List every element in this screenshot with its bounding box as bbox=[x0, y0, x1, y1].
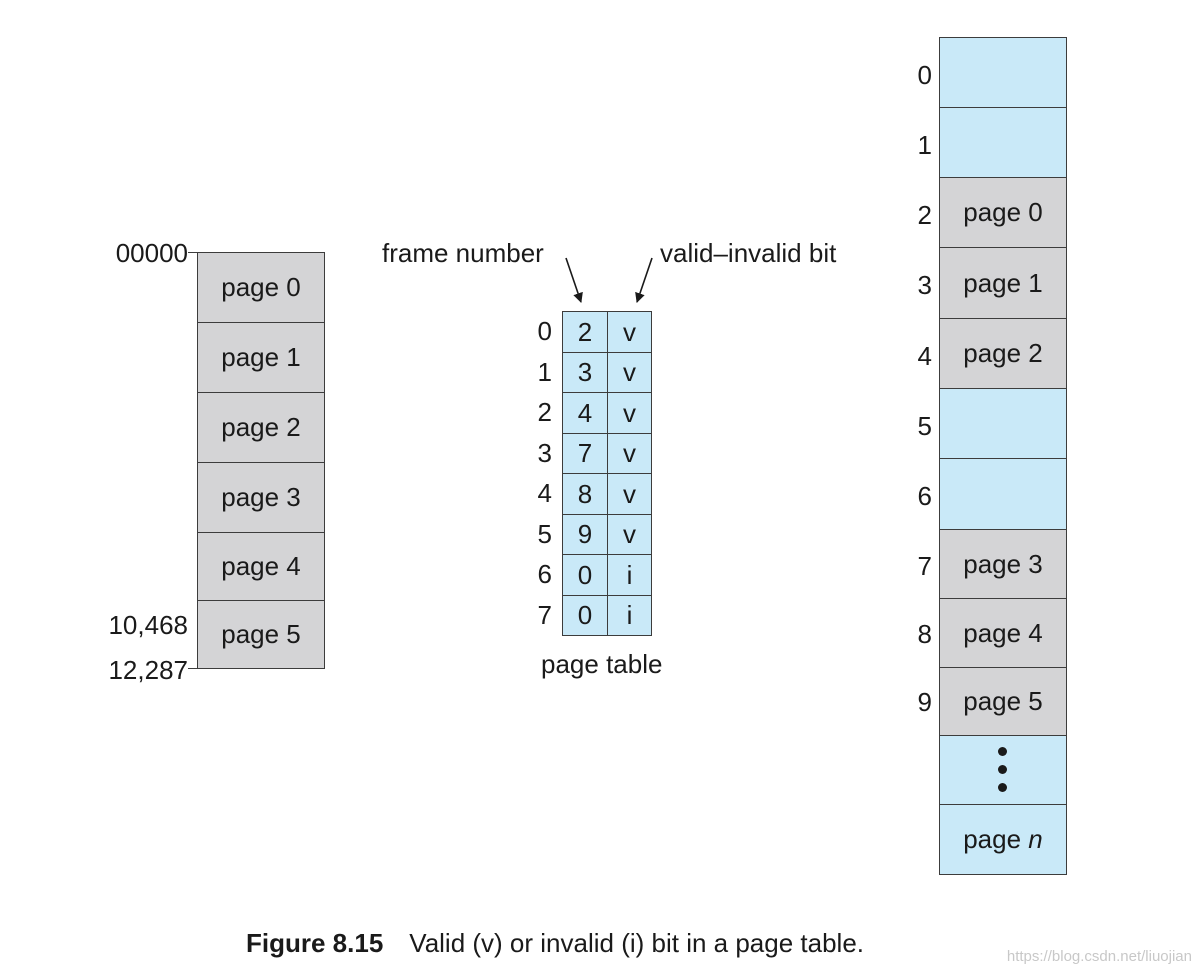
page-table-frame: 0 bbox=[562, 595, 608, 636]
page-table-valid-bit: v bbox=[607, 392, 652, 434]
page-table-index: 3 bbox=[537, 438, 552, 468]
figure-number: Figure 8.15 bbox=[246, 928, 384, 958]
page-table-valid-bit: v bbox=[607, 514, 652, 555]
page-table-index: 6 bbox=[537, 559, 552, 589]
frame-index: 4 bbox=[917, 341, 932, 371]
frame-index: 3 bbox=[917, 270, 932, 300]
page-table-index: 2 bbox=[537, 397, 552, 427]
physical-frame-used: page 3 bbox=[939, 529, 1067, 599]
page-table-valid-bit: v bbox=[607, 352, 652, 393]
page-table-valid-bit: i bbox=[607, 554, 652, 596]
address-end: 12,287 bbox=[108, 655, 188, 685]
page-table-index: 1 bbox=[537, 357, 552, 387]
logical-page-0: page 0 bbox=[197, 252, 325, 323]
page-table-frame: 4 bbox=[562, 392, 608, 434]
frame-index: 1 bbox=[917, 130, 932, 160]
page-table-valid-bit: i bbox=[607, 595, 652, 636]
physical-frame-ellipsis bbox=[939, 735, 1067, 805]
page-table-valid-bit: v bbox=[607, 473, 652, 515]
logical-page-4: page 4 bbox=[197, 532, 325, 601]
physical-frame-used: page 2 bbox=[939, 318, 1067, 389]
physical-frame-free bbox=[939, 458, 1067, 530]
watermark: https://blog.csdn.net/liuojian bbox=[1006, 948, 1192, 965]
page-table-frame: 7 bbox=[562, 433, 608, 474]
valid-invalid-bit-label: valid–invalid bit bbox=[660, 238, 837, 268]
page-table-index: 7 bbox=[537, 600, 552, 630]
physical-frame-last: page n bbox=[939, 804, 1067, 875]
ellipsis-dot bbox=[998, 747, 1007, 756]
page-table-valid-bit: v bbox=[607, 433, 652, 474]
physical-frame-free bbox=[939, 388, 1067, 459]
page-table-caption: page table bbox=[541, 649, 663, 679]
physical-frame-used: page 0 bbox=[939, 177, 1067, 248]
logical-page-5: page 5 bbox=[197, 600, 325, 669]
frame-number-arrow bbox=[565, 257, 583, 303]
ellipsis-dot bbox=[998, 765, 1007, 774]
figure-text: Valid (v) or invalid (i) bit in a page t… bbox=[409, 928, 865, 958]
address-page5: 10,468 bbox=[108, 610, 188, 640]
valid-bit-arrow bbox=[635, 257, 653, 303]
address-tick bbox=[188, 668, 198, 669]
physical-frame-used: page 5 bbox=[939, 667, 1067, 736]
frame-index: 6 bbox=[917, 481, 932, 511]
logical-page-1: page 1 bbox=[197, 322, 325, 393]
physical-frame-used: page 4 bbox=[939, 598, 1067, 668]
page-table-index: 4 bbox=[537, 478, 552, 508]
page-table-valid-bit: v bbox=[607, 311, 652, 353]
frame-index: 0 bbox=[917, 60, 932, 90]
frame-index: 2 bbox=[917, 200, 932, 230]
physical-frame-free bbox=[939, 37, 1067, 108]
frame-index: 9 bbox=[917, 687, 932, 717]
physical-frame-free bbox=[939, 107, 1067, 178]
frame-number-label: frame number bbox=[382, 238, 544, 268]
address-start: 00000 bbox=[115, 238, 188, 268]
page-table-frame: 3 bbox=[562, 352, 608, 393]
address-tick bbox=[188, 252, 198, 253]
ellipsis-dot bbox=[998, 783, 1007, 792]
physical-frame-used: page 1 bbox=[939, 247, 1067, 319]
page-table-frame: 2 bbox=[562, 311, 608, 353]
page-table-frame: 9 bbox=[562, 514, 608, 555]
frame-index: 5 bbox=[917, 411, 932, 441]
frame-index: 7 bbox=[917, 551, 932, 581]
frame-index: 8 bbox=[917, 619, 932, 649]
page-table-index: 0 bbox=[537, 316, 552, 346]
figure-caption: Figure 8.15 Valid (v) or invalid (i) bit … bbox=[246, 928, 864, 959]
page-table-index: 5 bbox=[537, 519, 552, 549]
page-table-frame: 8 bbox=[562, 473, 608, 515]
page-table-frame: 0 bbox=[562, 554, 608, 596]
logical-page-3: page 3 bbox=[197, 462, 325, 533]
